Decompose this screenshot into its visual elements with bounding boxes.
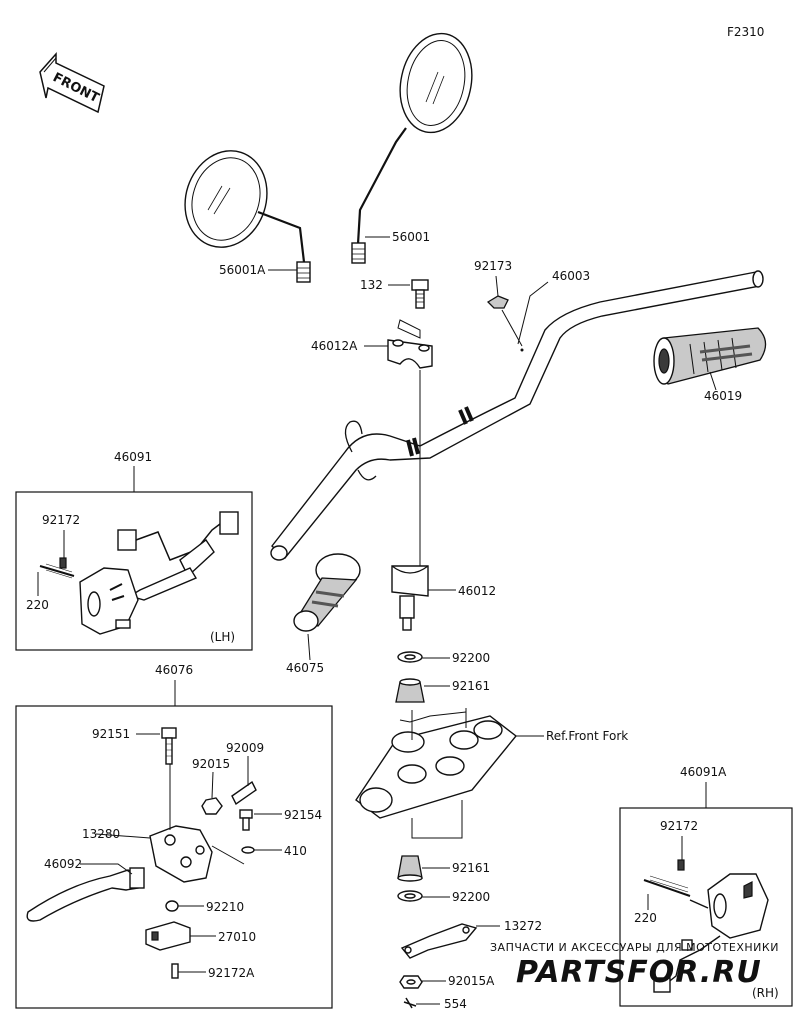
label-mirror-right: 56001: [392, 230, 430, 244]
label-mirror-left: 56001A: [219, 263, 266, 277]
label-grip-right: 46019: [704, 389, 742, 403]
lh-switch-drawing: [39, 511, 239, 635]
lever-assy-box: [15, 705, 333, 1009]
damper-top-drawing: [395, 678, 425, 703]
mirror-right-drawing: [351, 32, 473, 264]
watermark-line1: ЗАПЧАСТИ И АКСЕССУАРЫ ДЛЯ МОТОТЕХНИКИ: [490, 941, 779, 954]
label-plate: 13272: [504, 919, 542, 933]
label-grip-left: 46075: [286, 661, 324, 675]
rh-switch-title: 46091A: [680, 765, 727, 779]
damper-bottom-drawing: [397, 855, 423, 882]
front-arrow-icon: [39, 52, 105, 114]
lh-switch-title: 46091: [114, 450, 152, 464]
lever-nut-label: 92015: [192, 757, 230, 771]
label-washer-top: 92200: [452, 651, 490, 665]
rh-switch-box: [619, 807, 793, 1007]
lh-screw-long-label: 220: [26, 598, 49, 612]
triple-clamp-drawing: [355, 708, 517, 819]
lever-bolt-label: 92151: [92, 727, 130, 741]
rh-switch-drawing: [643, 859, 769, 993]
clip-drawing: [486, 295, 509, 309]
lh-switch-box: [15, 491, 253, 651]
washer-top-drawing: [397, 651, 423, 663]
lever-assy-drawing: [26, 727, 257, 979]
bolt-132-drawing: [411, 279, 429, 309]
lever-switch-label: 27010: [218, 930, 256, 944]
figure-code: F2310: [727, 25, 764, 39]
handlebar-drawing: [270, 270, 764, 561]
label-damper-bottom: 92161: [452, 861, 490, 875]
label-handlebar: 46003: [552, 269, 590, 283]
label-washer-bottom: 92200: [452, 890, 490, 904]
lever-adjuster-label: 92009: [226, 741, 264, 755]
rh-screw-label: 92172: [660, 819, 698, 833]
label-clamp-lower: 46012: [458, 584, 496, 598]
nut-drawing: [399, 975, 423, 989]
label-damper-top: 92161: [452, 679, 490, 693]
mirror-left-drawing: [184, 150, 311, 283]
lever-holder-label: 13280: [82, 827, 120, 841]
label-pin: 554: [444, 997, 467, 1011]
lever-lever-label: 46092: [44, 857, 82, 871]
lever-screw-label: 92154: [284, 808, 322, 822]
grip-left-drawing: [293, 553, 361, 632]
lh-screw-label: 92172: [42, 513, 80, 527]
lever-oring-label: 410: [284, 844, 307, 858]
lever-cap-label: 92210: [206, 900, 244, 914]
label-clamp-upper: 46012A: [311, 339, 358, 353]
lever-assy-title: 46076: [155, 663, 193, 677]
plate-drawing: [400, 923, 478, 959]
label-bolt-132: 132: [360, 278, 383, 292]
label-ref-fork: Ref.Front Fork: [546, 729, 628, 743]
rh-screw-long-label: 220: [634, 911, 657, 925]
lh-switch-tag: (LH): [210, 630, 235, 644]
washer-bottom-drawing: [397, 890, 423, 902]
label-clip: 92173: [474, 259, 512, 273]
clamp-lower-drawing: [391, 565, 429, 631]
pin-drawing: [403, 997, 417, 1009]
lever-switch-screw-label: 92172A: [208, 966, 255, 980]
watermark-line2: PARTSFOR.RU: [516, 955, 762, 990]
rh-switch-tag: (RH): [752, 986, 779, 1000]
grip-right-drawing: [653, 327, 767, 385]
clamp-upper-drawing: [387, 319, 433, 369]
label-nut: 92015A: [448, 974, 495, 988]
